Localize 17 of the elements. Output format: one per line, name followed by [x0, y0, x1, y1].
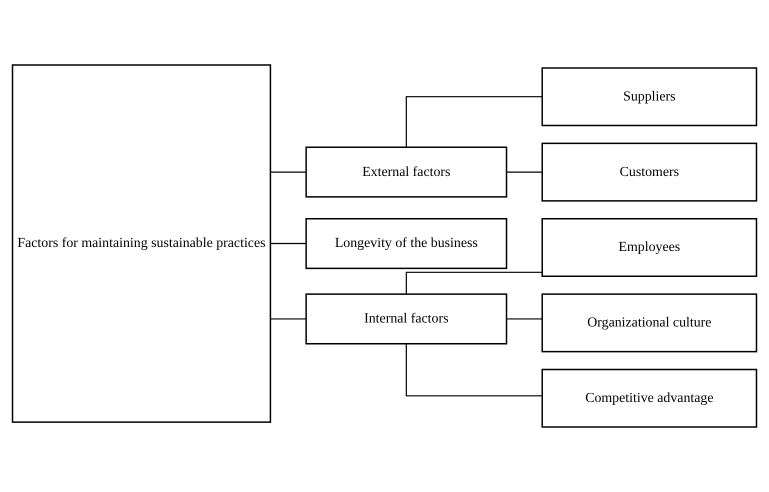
node-box: Customers	[541, 142, 758, 202]
node-box: Organizational culture	[541, 293, 758, 352]
node-box: Longevity of the business	[305, 218, 508, 270]
connector	[270, 242, 306, 244]
connector	[406, 96, 542, 147]
connector	[506, 172, 542, 173]
node-box: Suppliers	[541, 67, 758, 126]
connector	[406, 272, 542, 294]
node-box: Competitive advantage	[541, 368, 758, 428]
node-box: Employees	[541, 218, 758, 277]
connector	[406, 344, 542, 396]
node-box: Internal factors	[305, 293, 508, 344]
connector	[506, 318, 542, 320]
connector	[270, 172, 306, 173]
node-box: Factors for maintaining sustainable practices	[12, 64, 272, 423]
connector	[270, 318, 306, 320]
node-box: External factors	[305, 146, 508, 198]
